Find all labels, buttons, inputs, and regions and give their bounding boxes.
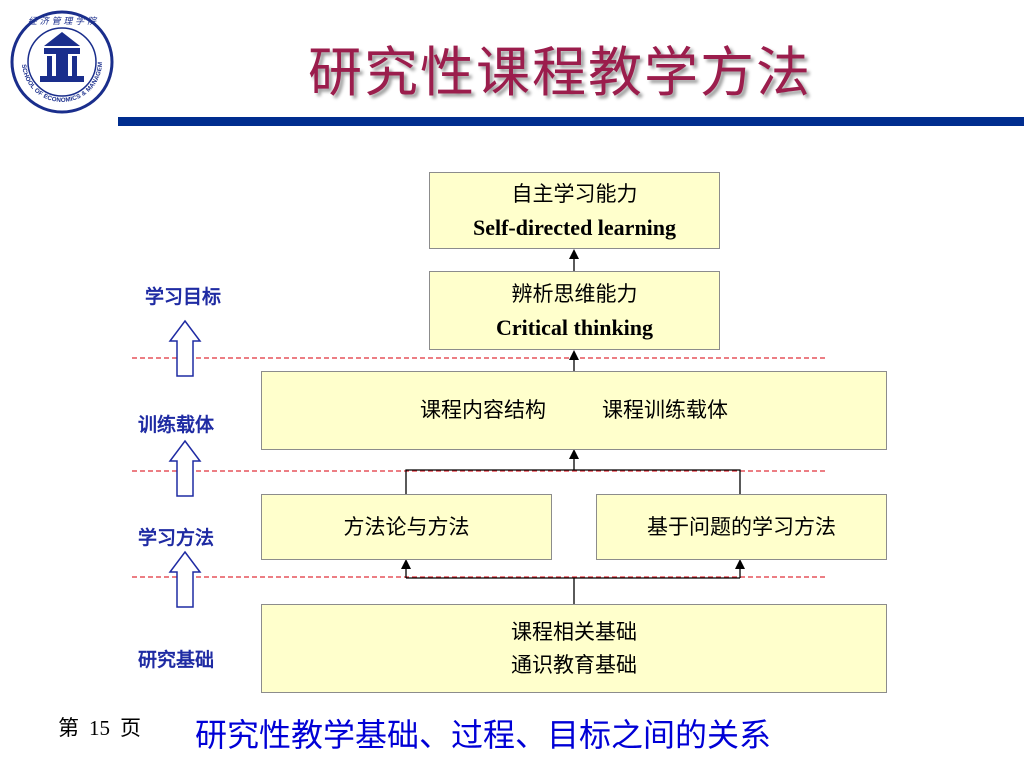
- box-problem-based-learning: 基于问题的学习方法: [596, 494, 887, 560]
- page-number-value: 15: [89, 716, 110, 740]
- box-self-directed-en: Self-directed learning: [472, 214, 677, 240]
- box-self-directed-learning: 自主学习能力 Self-directed learning: [429, 172, 720, 249]
- page-title: 研究性课程教学方法: [308, 41, 812, 104]
- logo-top-text: 经 济 管 理 学 院: [28, 16, 98, 27]
- level-label-learning-goal: 学习目标: [145, 286, 222, 308]
- page-number: 第 15 页: [58, 712, 151, 742]
- connector-methods-join: [405, 469, 741, 494]
- up-arrow-icon-3: [168, 550, 202, 608]
- level-label-research-foundation: 研究基础: [138, 649, 215, 671]
- school-logo: 经 济 管 理 学 院 SCHOOL OF ECONOMICS & MANAGE…: [10, 10, 114, 114]
- box-foundation: 课程相关基础 通识教育基础: [261, 604, 887, 693]
- title-rule: [118, 117, 1024, 126]
- box-course-carrier: 课程内容结构 课程训练载体: [261, 371, 887, 450]
- up-arrow-icon-1: [168, 319, 202, 377]
- box-pbl-text: 基于问题的学习方法: [647, 514, 836, 539]
- box-critical-en: Critical thinking: [495, 314, 654, 340]
- page-suffix: 页: [120, 716, 141, 740]
- box-methodology-text: 方法论与方法: [343, 514, 470, 539]
- level-label-learning-method: 学习方法: [138, 527, 215, 549]
- box-critical-thinking: 辨析思维能力 Critical thinking: [429, 271, 720, 350]
- page-prefix: 第: [58, 716, 79, 740]
- up-arrow-icon-2: [168, 439, 202, 497]
- box-self-directed-zh: 自主学习能力: [511, 181, 638, 206]
- box-foundation-line2: 通识教育基础: [511, 652, 637, 677]
- level-label-training-carrier: 训练载体: [138, 414, 215, 436]
- slide-caption: 研究性教学基础、过程、目标之间的关系: [195, 716, 772, 754]
- box-course-content-structure: 课程内容结构: [420, 398, 546, 422]
- box-foundation-line1: 课程相关基础: [511, 619, 637, 644]
- box-critical-zh: 辨析思维能力: [511, 281, 638, 306]
- box-course-training-carrier: 课程训练载体: [602, 398, 728, 422]
- box-methodology: 方法论与方法: [261, 494, 552, 560]
